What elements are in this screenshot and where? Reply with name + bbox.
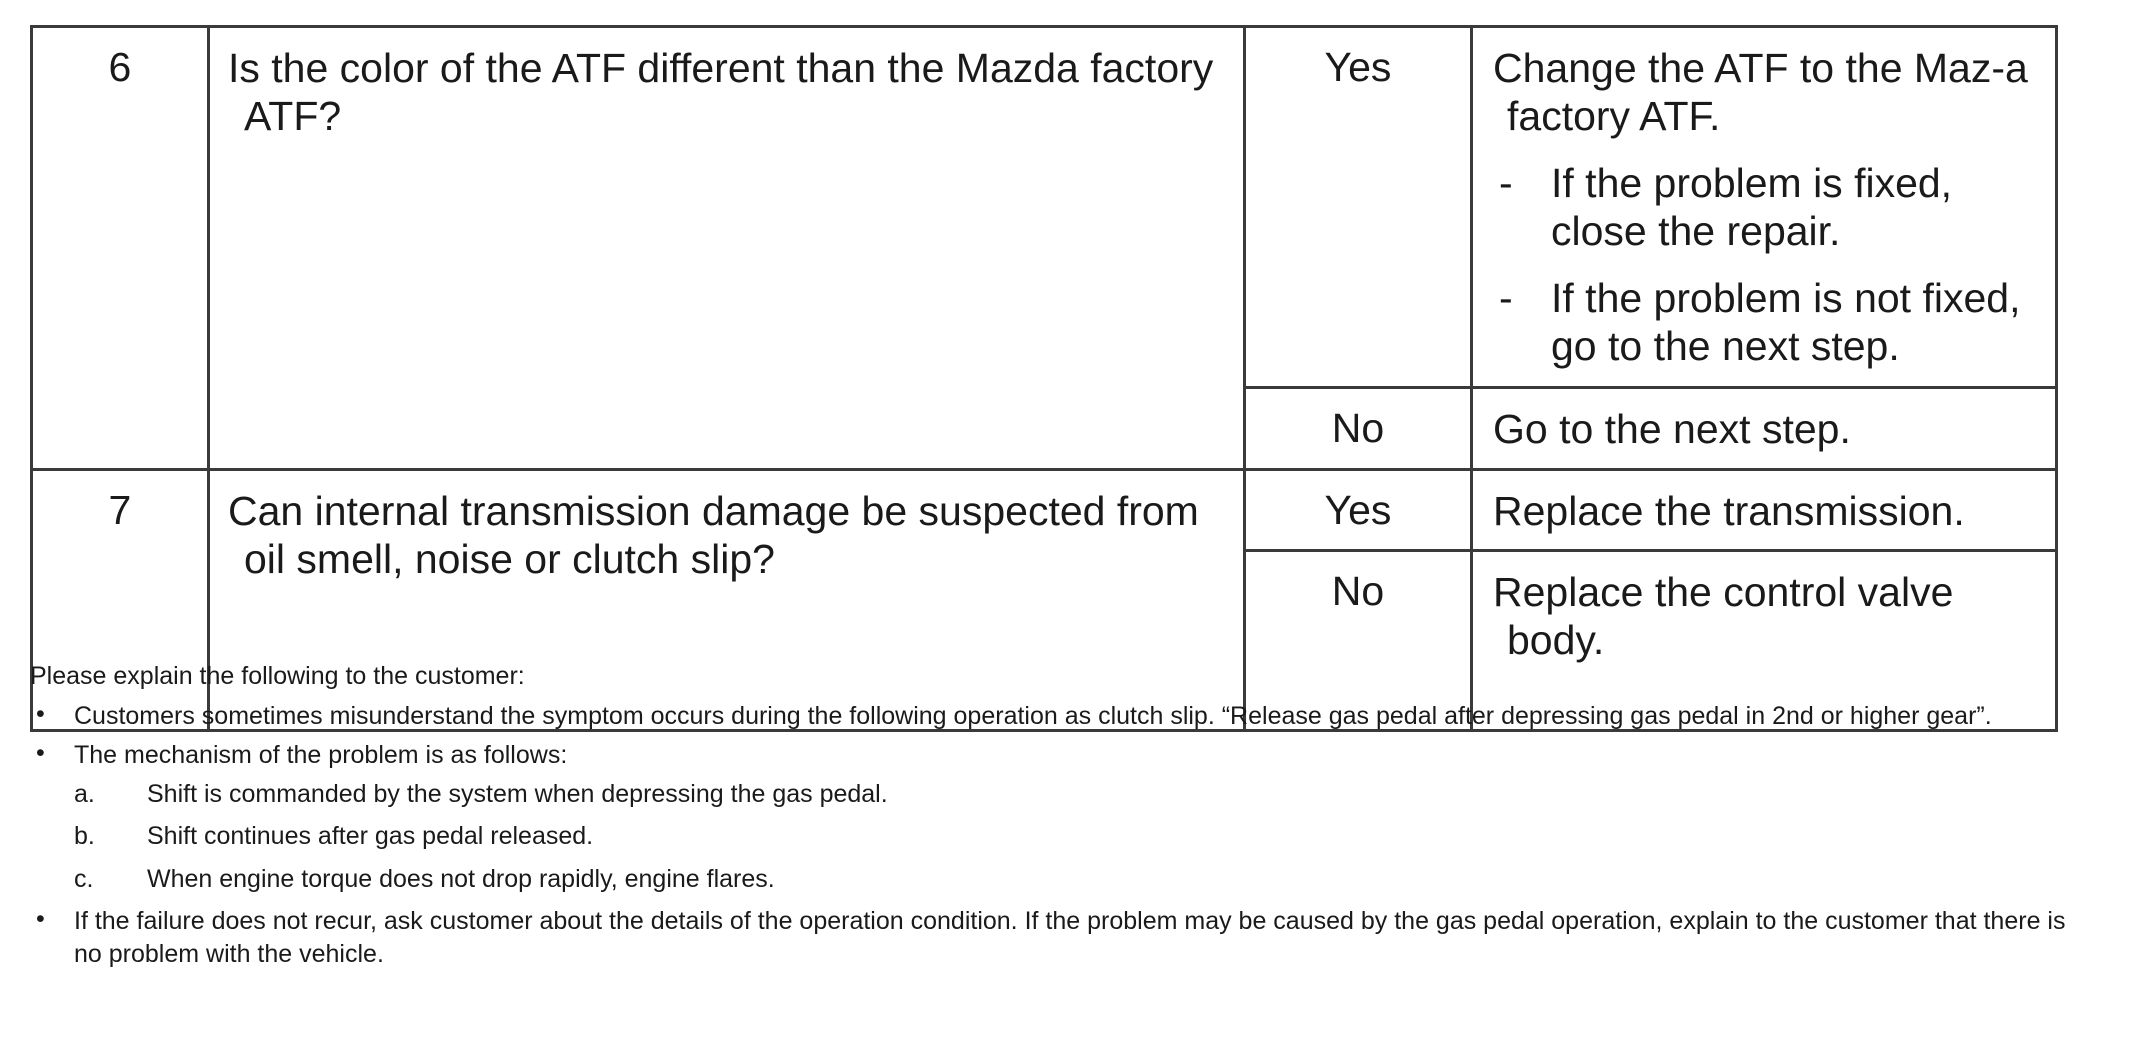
table-row: 6 Is the color of the ATF different than… bbox=[30, 24, 2058, 471]
list-item-text: The mechanism of the problem is as follo… bbox=[74, 741, 568, 769]
action-sub-list: - If the problem is fixed, close the rep… bbox=[1493, 159, 2045, 371]
action-content: Replace the transmission. bbox=[1473, 471, 2055, 549]
list-item: • Customers sometimes misunderstand the … bbox=[30, 700, 2090, 733]
action-lead-text: Replace the control valve body. bbox=[1493, 569, 1954, 664]
action-content: Change the ATF to the Maz-­a factory ATF… bbox=[1473, 28, 2055, 386]
answer-cell-yes: Yes bbox=[1243, 24, 1473, 390]
bullet-marker-icon: • bbox=[36, 699, 45, 728]
action-lead-text: Replace the transmission. bbox=[1493, 487, 1965, 534]
action-cell-yes: Replace the transmission. bbox=[1470, 467, 2058, 553]
list-item: b. Shift continues after gas pedal relea… bbox=[74, 820, 2090, 853]
step-number: 7 bbox=[108, 486, 132, 533]
answer-label: Yes bbox=[1324, 44, 1392, 90]
question-cell: Can internal transmission damage be susp… bbox=[207, 467, 1246, 732]
answer-label: No bbox=[1331, 405, 1385, 452]
answer-label: Yes bbox=[1324, 486, 1392, 533]
action-cell-yes: Change the ATF to the Maz-­a factory ATF… bbox=[1470, 24, 2058, 390]
action-lead-text: Go to the next step. bbox=[1493, 406, 1851, 453]
list-item: a. Shift is commanded by the system when… bbox=[74, 778, 2090, 811]
action-content: Go to the next step. bbox=[1473, 389, 2055, 467]
action-cell-no: Replace the control valve body. bbox=[1470, 549, 2058, 732]
list-item-text: When engine torque does not drop rapidly… bbox=[147, 864, 775, 893]
table-row: 7 Can internal transmission damage be su… bbox=[30, 467, 2058, 732]
answer-cell-no: No bbox=[1243, 549, 1473, 732]
diagnostic-table: 6 Is the color of the ATF different than… bbox=[30, 24, 2058, 732]
bullet-marker-icon: • bbox=[36, 739, 45, 767]
list-item: • The mechanism of the problem is as fol… bbox=[30, 739, 2090, 895]
list-item-text: Shift is commanded by the system when de… bbox=[147, 779, 888, 808]
dash-marker-icon: - bbox=[1499, 274, 1513, 321]
action-lead-text: Change the ATF to the Maz-­a factory ATF… bbox=[1493, 45, 2028, 140]
answer-cell-no: No bbox=[1243, 386, 1473, 471]
list-item-text: If the failure does not recur, ask custo… bbox=[74, 907, 2066, 968]
step-number: 6 bbox=[108, 44, 132, 90]
notes-bullet-list: • Customers sometimes misunderstand the … bbox=[30, 700, 2090, 971]
question-cell: Is the color of the ATF different than t… bbox=[207, 25, 1246, 471]
answer-label: No bbox=[1331, 568, 1385, 614]
bullet-marker-icon: • bbox=[36, 905, 45, 933]
dash-marker-icon: - bbox=[1499, 159, 1513, 206]
notes-title: Please explain the following to the cust… bbox=[30, 662, 525, 690]
action-sub-item: - If the problem is not fixed, go to the… bbox=[1493, 274, 2045, 371]
action-sub-item: - If the problem is fixed, close the rep… bbox=[1493, 159, 2045, 256]
list-item-text: Shift continues after gas pedal released… bbox=[147, 822, 594, 850]
table-row: No Replace the control valve body. bbox=[32, 549, 2058, 732]
customer-notes-section: Please explain the following to the cust… bbox=[30, 660, 2090, 977]
action-sub-item-text: If the problem is not fixed, go to the n… bbox=[1551, 274, 2021, 369]
alpha-marker: b. bbox=[74, 822, 95, 850]
notes-sub-list: a. Shift is commanded by the system when… bbox=[74, 778, 2090, 896]
step-number-cell: 6 bbox=[30, 25, 210, 471]
question-text: Can internal transmission damage be susp… bbox=[228, 487, 1199, 582]
alpha-marker: a. bbox=[74, 779, 95, 808]
list-item: c. When engine torque does not drop rapi… bbox=[74, 863, 2090, 896]
question-text: Is the color of the ATF different than t… bbox=[228, 45, 1214, 140]
list-item-text: Customers sometimes misunderstand the sy… bbox=[74, 701, 1992, 730]
answer-cell-yes: Yes bbox=[1243, 467, 1473, 553]
action-content: Replace the control valve body. bbox=[1473, 552, 2055, 729]
table-row: No Go to the next step. bbox=[32, 386, 2058, 471]
action-cell-no: Go to the next step. bbox=[1470, 386, 2058, 471]
action-sub-item-text: If the problem is fixed, close the repai… bbox=[1551, 159, 1953, 255]
list-item: • If the failure does not recur, ask cus… bbox=[30, 905, 2090, 970]
alpha-marker: c. bbox=[74, 864, 94, 893]
diagnostic-table-container: 6 Is the color of the ATF different than… bbox=[30, 24, 2058, 732]
step-number-cell: 7 bbox=[30, 467, 210, 732]
